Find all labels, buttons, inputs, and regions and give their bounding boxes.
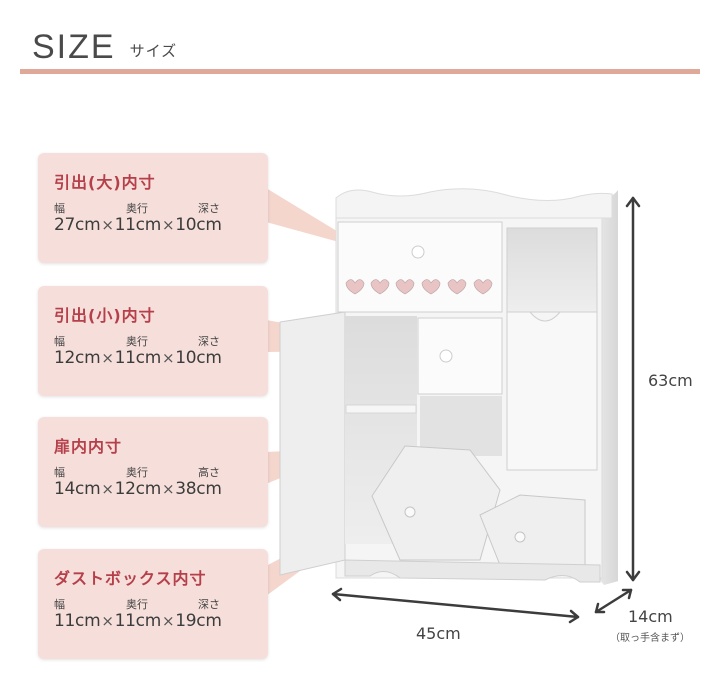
value-third: 38cm [175,479,222,499]
label-third: 深さ [198,335,220,348]
callout-dust-box: ダストボックス内寸 幅 奥行 深さ 11cm×11cm×19cm [38,549,268,659]
callout-title: 扉内内寸 [54,437,123,456]
drawer-knob [411,245,425,259]
dimension-labels: 幅 奥行 高さ [54,464,268,479]
label-third: 高さ [198,466,220,479]
value-depth: 11cm [114,348,162,368]
times-sign: × [101,480,114,498]
heart-cutouts [345,279,493,295]
value-third: 19cm [175,611,222,631]
label-depth: 奥行 [126,598,148,611]
label-depth: 奥行 [126,466,148,479]
times-sign: × [101,349,114,367]
label-width: 幅 [54,466,65,479]
depth-note: （取っ手含まず） [610,633,690,644]
side-panel [600,190,618,585]
value-depth: 11cm [114,215,162,235]
callout-title: ダストボックス内寸 [54,569,207,588]
dimension-labels: 幅 奥行 深さ [54,333,268,348]
cabinet-illustration [279,188,618,585]
header-divider [20,69,700,74]
times-sign: × [161,480,175,498]
dust-box-right [479,494,586,566]
label-third: 深さ [198,598,220,611]
callout-large-drawer: 引出(大)内寸 幅 奥行 深さ 27cm×11cm×10cm [38,153,268,263]
center-interior [420,396,502,456]
large-drawer [337,221,503,313]
dimension-labels: 幅 奥行 深さ [54,596,268,611]
times-sign: × [101,612,114,630]
height-dimension: 63cm [648,371,693,390]
small-drawer [417,317,503,395]
dimension-values: 14cm×12cm×38cm [54,479,268,499]
value-depth: 11cm [114,611,162,631]
dimension-labels: 幅 奥行 深さ [54,200,268,215]
label-third: 深さ [198,202,220,215]
callout-title: 引出(小)内寸 [54,306,156,325]
title-english: SIZE [32,28,116,66]
times-sign: × [101,216,114,234]
dimension-values: 27cm×11cm×10cm [54,215,268,235]
label-width: 幅 [54,202,65,215]
cabinet-base [344,559,601,583]
dimension-values: 11cm×11cm×19cm [54,611,268,631]
value-third: 10cm [175,215,222,235]
value-third: 10cm [175,348,222,368]
dimension-values: 12cm×11cm×10cm [54,348,268,368]
right-door [506,311,598,471]
times-sign: × [161,612,175,630]
callout-small-drawer: 引出(小)内寸 幅 奥行 深さ 12cm×11cm×10cm [38,286,268,396]
label-depth: 奥行 [126,202,148,215]
value-width: 12cm [54,348,101,368]
section-header: SIZE サイズ [32,30,177,64]
times-sign: × [161,349,175,367]
width-arrow [331,592,580,619]
dust-box-knob [514,531,526,543]
small-drawer-knob [439,349,453,363]
label-width: 幅 [54,335,65,348]
open-cubby [506,227,598,313]
callout-door-interior: 扉内内寸 幅 奥行 高さ 14cm×12cm×38cm [38,417,268,527]
times-sign: × [161,216,175,234]
value-width: 11cm [54,611,101,631]
value-depth: 12cm [114,479,162,499]
value-width: 14cm [54,479,101,499]
interior-shelf [345,404,417,414]
label-depth: 奥行 [126,335,148,348]
width-dimension: 45cm [416,624,461,643]
dust-box-left [371,445,501,561]
label-width: 幅 [54,598,65,611]
top-rail [335,188,613,219]
callout-title: 引出(大)内寸 [54,173,156,192]
depth-dimension: 14cm [628,607,673,626]
value-width: 27cm [54,215,101,235]
title-japanese: サイズ [129,42,178,60]
dust-box-knob [404,506,416,518]
depth-arrow [594,588,633,614]
